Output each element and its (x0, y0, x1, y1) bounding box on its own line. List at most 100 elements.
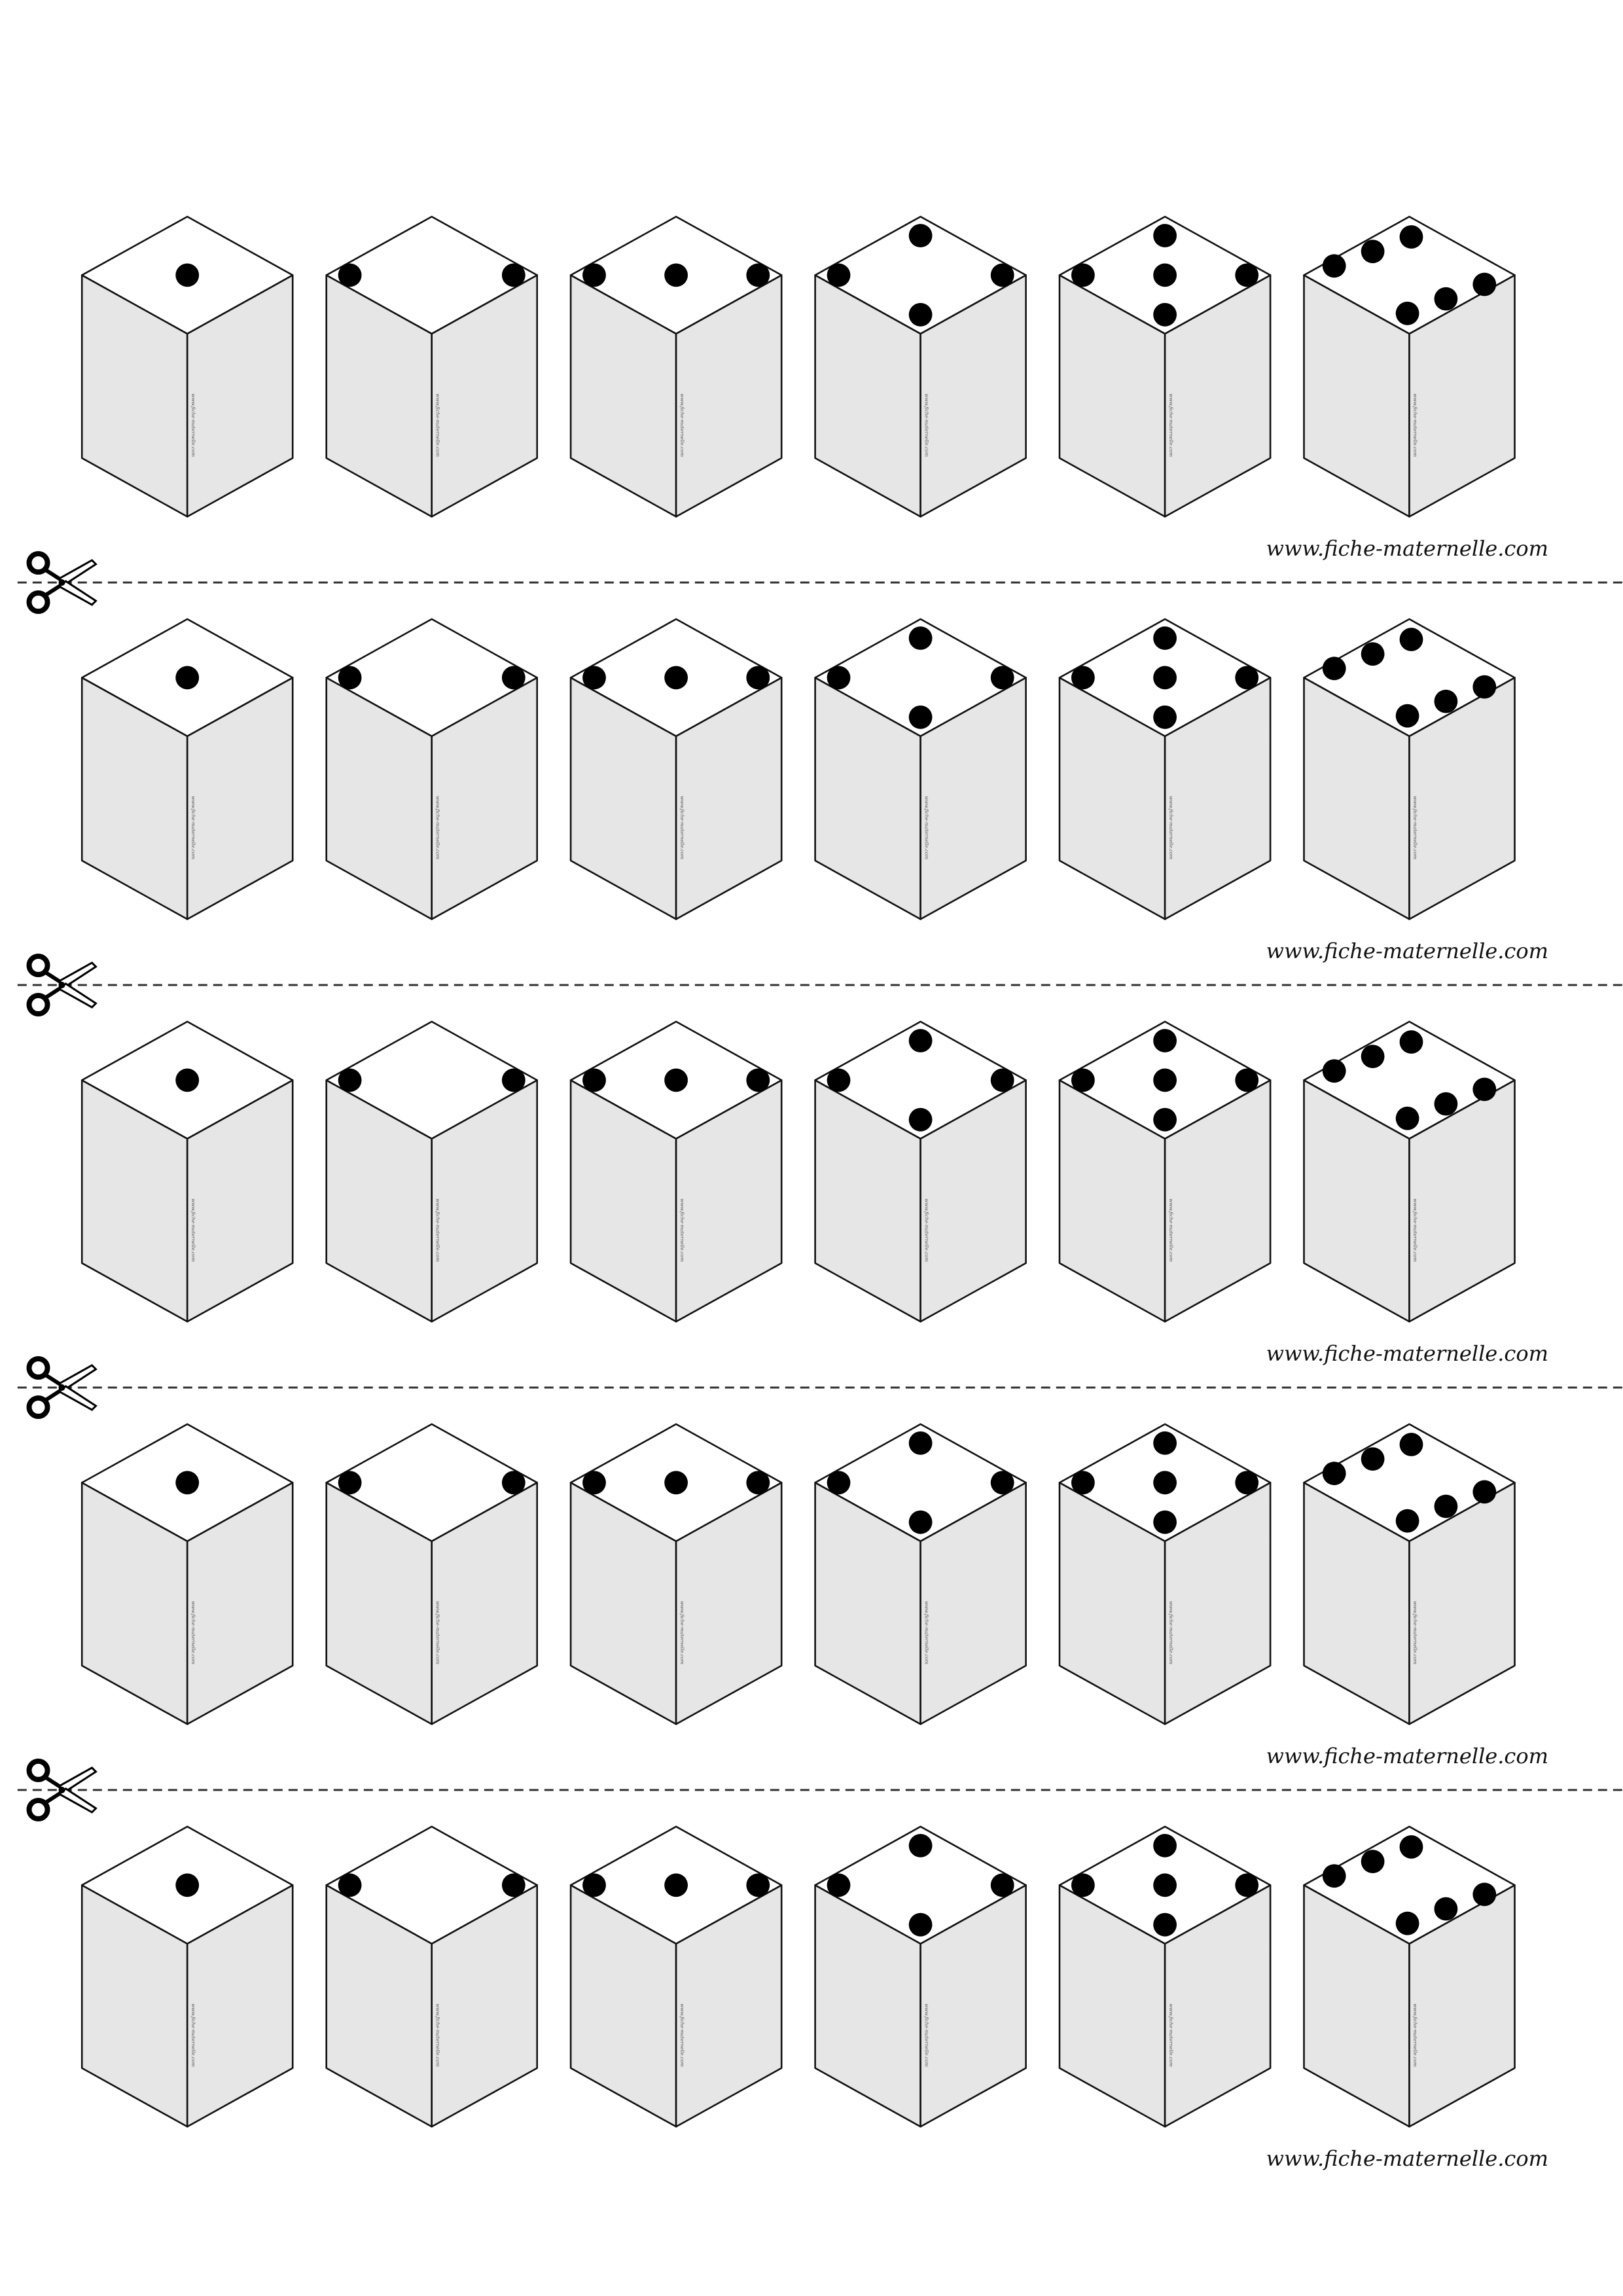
die-edge-watermark: www.fiche-maternelle.com (1412, 2003, 1418, 2067)
die-pip (1153, 1912, 1177, 1937)
die-pip (1361, 642, 1385, 666)
die-pip (1322, 254, 1346, 278)
die-pip (1153, 1431, 1177, 1455)
scissors-icon (26, 954, 98, 1016)
die-pip (908, 302, 933, 327)
die-pip (908, 1510, 933, 1534)
die-pip (582, 1471, 606, 1495)
die-pip (908, 1912, 933, 1937)
die-pip (664, 1471, 688, 1495)
die: www.fiche-maternelle.com (80, 1423, 294, 1725)
die: www.fiche-maternelle.com (80, 1825, 294, 2128)
die-pip (827, 1873, 851, 1897)
die-pip (1361, 240, 1385, 264)
die-pip (664, 1068, 688, 1092)
site-credit: www.fiche-maternelle.com (1266, 939, 1548, 964)
die-top-face (814, 215, 1027, 335)
die-edge-watermark: www.fiche-maternelle.com (190, 393, 196, 457)
die-edge-watermark: www.fiche-maternelle.com (435, 393, 440, 457)
die-pip (175, 1873, 200, 1897)
die-pip (338, 1471, 362, 1495)
die-edge-watermark: www.fiche-maternelle.com (923, 393, 929, 457)
die-pip (1071, 1873, 1095, 1897)
die-edge-watermark: www.fiche-maternelle.com (923, 796, 929, 859)
die-pip (582, 1873, 606, 1897)
die-pip (990, 263, 1014, 287)
die-pip (1361, 1447, 1385, 1471)
die-pip (175, 1068, 200, 1092)
die-pip (1153, 1510, 1177, 1534)
die-pip (1071, 666, 1095, 690)
die-edge-watermark: www.fiche-maternelle.com (435, 1601, 440, 1664)
die-edge-watermark: www.fiche-maternelle.com (1168, 1198, 1174, 1262)
die-edge-watermark: www.fiche-maternelle.com (435, 1198, 440, 1262)
site-credit: www.fiche-maternelle.com (1266, 2145, 1548, 2171)
die-pip (746, 1068, 770, 1092)
die-pip (746, 1471, 770, 1495)
die: www.fiche-maternelle.com (325, 1423, 539, 1725)
die-pip (1153, 302, 1177, 327)
die-edge-watermark: www.fiche-maternelle.com (190, 1198, 196, 1262)
die: www.fiche-maternelle.com (569, 1423, 783, 1725)
die-edge-watermark: www.fiche-maternelle.com (679, 1198, 685, 1262)
die-top-face (814, 1825, 1027, 1945)
die-top-face (325, 1020, 539, 1140)
die-edge-watermark: www.fiche-maternelle.com (1412, 796, 1418, 859)
die-edge-watermark: www.fiche-maternelle.com (923, 1198, 929, 1262)
die: www.fiche-maternelle.com (569, 1825, 783, 2128)
die-pip (1322, 1059, 1346, 1083)
die: www.fiche-maternelle.com (1058, 1825, 1272, 2128)
die-pip (1395, 1106, 1419, 1130)
die-pip (908, 1431, 933, 1455)
die-pip (1153, 263, 1177, 287)
die-pip (908, 1107, 933, 1132)
die-edge-watermark: www.fiche-maternelle.com (679, 1601, 685, 1664)
die-pip (1235, 1068, 1259, 1092)
die-pip (582, 1068, 606, 1092)
die-pip (1472, 1882, 1497, 1907)
die-pip (1395, 1911, 1419, 1935)
die-pip (1472, 1480, 1497, 1504)
die-pip (1434, 1494, 1458, 1518)
die: www.fiche-maternelle.com (1058, 215, 1272, 518)
die: www.fiche-maternelle.com (80, 215, 294, 518)
die-edge-watermark: www.fiche-maternelle.com (1168, 796, 1174, 859)
die-pip (175, 1471, 200, 1495)
die-edge-watermark: www.fiche-maternelle.com (190, 2003, 196, 2067)
die-pip (1235, 666, 1259, 690)
die: www.fiche-maternelle.com (1058, 1423, 1272, 1725)
die-pip (908, 626, 933, 650)
die-pip (501, 1873, 526, 1897)
die-pip (1395, 704, 1419, 728)
die-pip (1434, 1092, 1458, 1116)
die-pip (582, 666, 606, 690)
die: www.fiche-maternelle.com (814, 1020, 1027, 1323)
die: www.fiche-maternelle.com (1058, 1020, 1272, 1323)
die-pip (664, 1873, 688, 1897)
die-pip (746, 666, 770, 690)
die-pip (1071, 263, 1095, 287)
die-pip (908, 224, 933, 247)
die: www.fiche-maternelle.com (1303, 1825, 1516, 2128)
die: www.fiche-maternelle.com (325, 1825, 539, 2128)
die-pip (1071, 1471, 1095, 1495)
die-pip (908, 1834, 933, 1857)
scissors-icon (26, 551, 98, 614)
die-edge-watermark: www.fiche-maternelle.com (190, 1601, 196, 1664)
die-pip (1235, 1873, 1259, 1897)
die-pip (582, 263, 606, 287)
die-pip (1153, 224, 1177, 247)
die-top-face (814, 1020, 1027, 1140)
die-pip (827, 263, 851, 287)
dice-row: www.fiche-maternelle.com www.fiche-matern… (80, 618, 1516, 920)
die-pip (1071, 1068, 1095, 1092)
die-pip (175, 666, 200, 690)
die-pip (746, 1873, 770, 1897)
die-pip (1153, 1068, 1177, 1092)
die-pip (990, 666, 1014, 690)
die-pip (1153, 666, 1177, 690)
site-credit: www.fiche-maternelle.com (1266, 536, 1548, 562)
die-pip (338, 263, 362, 287)
die-edge-watermark: www.fiche-maternelle.com (190, 796, 196, 859)
